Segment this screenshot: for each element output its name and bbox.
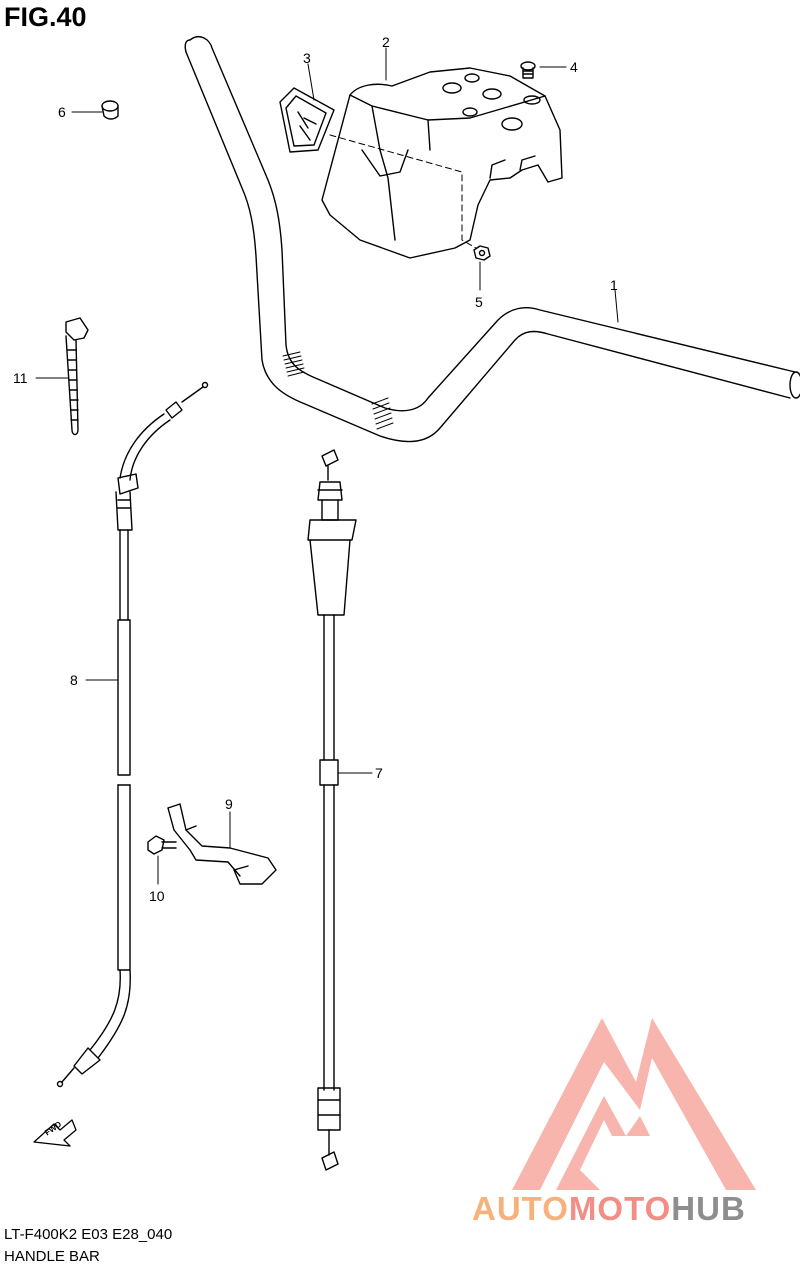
nut-part bbox=[473, 245, 491, 261]
cap-part bbox=[101, 100, 119, 120]
callout-8: 8 bbox=[70, 672, 78, 688]
callout-9: 9 bbox=[225, 796, 233, 812]
figure-title: FIG.40 bbox=[4, 2, 87, 32]
watermark-word-b: MOTO bbox=[568, 1190, 672, 1227]
callout-6: 6 bbox=[58, 104, 66, 120]
watermark-word-a: AUTO bbox=[472, 1190, 569, 1227]
callout-2: 2 bbox=[382, 34, 390, 50]
callout-11: 11 bbox=[13, 370, 28, 386]
cable-tie-part bbox=[65, 317, 89, 436]
throttle-cable-part bbox=[56, 381, 209, 1088]
watermark-word-c: HUB bbox=[671, 1190, 746, 1227]
assembly-line-cover bbox=[329, 134, 477, 249]
handlebar-part bbox=[184, 36, 800, 443]
leader-lines bbox=[35, 47, 619, 885]
callout-10: 10 bbox=[149, 888, 165, 904]
model-code: LT-F400K2 E03 E28_040 bbox=[4, 1226, 173, 1243]
emblem-part bbox=[279, 87, 335, 153]
control-cable-part bbox=[307, 449, 357, 1171]
handlebar-cover-part bbox=[321, 67, 563, 259]
watermark-text: AUTOMOTOHUB bbox=[472, 1190, 746, 1228]
callout-1: 1 bbox=[610, 277, 618, 293]
callout-7: 7 bbox=[375, 765, 383, 781]
callout-4: 4 bbox=[570, 59, 578, 75]
screw-part bbox=[520, 61, 536, 79]
callout-3: 3 bbox=[303, 50, 311, 66]
bolt-part bbox=[147, 835, 177, 855]
cable-guide-part bbox=[167, 803, 277, 885]
fwd-arrow-icon bbox=[33, 1119, 77, 1147]
callout-5: 5 bbox=[475, 294, 483, 310]
section-name: HANDLE BAR bbox=[4, 1248, 100, 1265]
